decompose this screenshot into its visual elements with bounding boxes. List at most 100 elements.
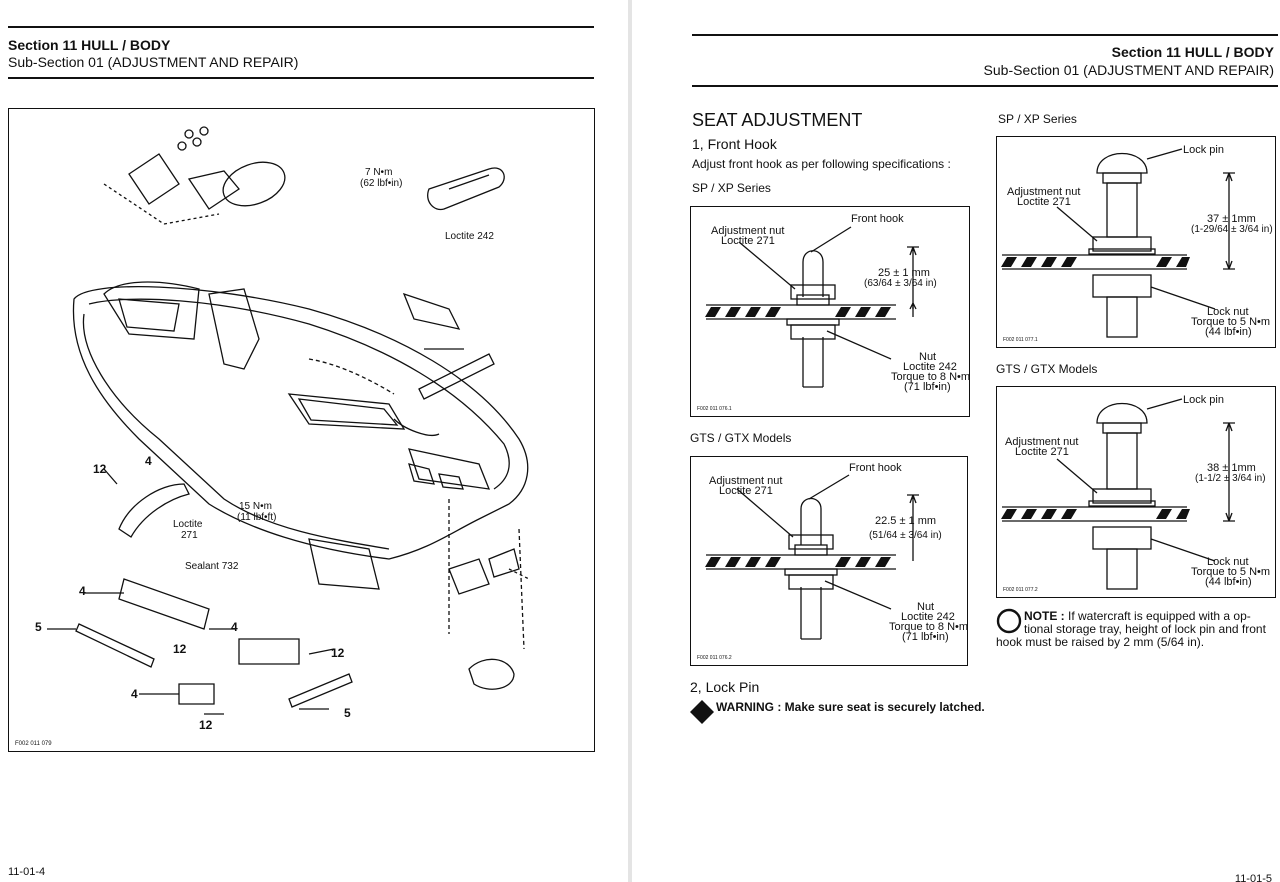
callout-5-a: 5 [35,620,42,634]
header-rule-top-right [692,34,1278,36]
callout-5-b: 5 [344,706,351,720]
gts-gtx-label: GTS / GTX Models [690,431,792,445]
pin-adj-nut-label: Adjustment nut [1007,186,1080,198]
steering-column [208,288,260,370]
pin-adj-nut-label-gts: Adjustment nut [1005,436,1078,448]
lock-pin-label: Lock pin [1183,144,1224,156]
mirror [222,161,286,207]
seat-plate [402,292,461,330]
nut-loctite-label-gts: Loctite 242 [901,611,955,623]
lock-pin-head [1096,153,1148,174]
note-label: NOTE : [1024,609,1065,623]
rub-strip-3 [238,638,300,665]
callout-12-a: 12 [93,462,107,476]
book-spine [628,0,632,882]
fig-id: F002 011 076.1 [697,406,732,412]
dimension-mm: 25 ± 1 mm [878,267,930,279]
nut-label: Nut [919,351,936,363]
subsection-title: Sub-Section 01 (ADJUSTMENT AND REPAIR) [8,54,299,70]
loctite-242-label: Loctite 242 [445,231,494,242]
front-hook-label-gts: Front hook [849,462,902,474]
dimension-mm-gts: 22.5 ± 1 mm [875,515,936,527]
lock-pin-heading: 2, Lock Pin [690,679,760,695]
pin-fig-id: F002 011 077.1 [1003,337,1038,343]
pin-loctite-label-gts: Loctite 271 [1015,446,1069,458]
pin-fig-id-gts: F002 011 077.2 [1003,587,1038,593]
callout-12-c: 12 [331,646,345,660]
header-rule-top [8,26,594,28]
front-hook-heading: 1, Front Hook [692,136,777,152]
callout-4-d: 4 [131,687,138,701]
note-text-1: If watercraft is equipped with a op- [1068,609,1251,623]
note-text-2: tional storage tray, height of lock pin … [1024,622,1266,636]
header-rule-bottom [8,77,594,79]
rear-bracket [308,538,380,590]
pin-torque-label: Torque to 5 N•m [1191,316,1270,328]
torque-in-label-gts: (71 lbf•in) [902,631,949,643]
header-rule-bottom-right [692,85,1278,87]
dimension-in-gts: (51/64 ± 3/64 in) [869,530,942,541]
exploded-view-figure: 7 N•m (62 lbf•in) Loctite 242 15 N•m (11… [8,108,595,752]
sealant-label: Sealant 732 [185,561,239,572]
nut-label-gts: Nut [917,601,934,613]
pin-torque-label-gts: Torque to 5 N•m [1191,566,1270,578]
lock-nut-label-gts: Lock nut [1207,556,1249,568]
bumper-piece [118,483,190,538]
seat-adjustment-title: SEAT ADJUSTMENT [692,110,863,130]
dimension-in: (63/64 ± 3/64 in) [864,278,937,289]
sp-xp-label: SP / XP Series [692,181,771,195]
hook-post [802,250,824,297]
pin-torque-in-label-gts: (44 lbf•in) [1205,576,1252,588]
lock-pin-gts-label: GTS / GTX Models [996,362,1098,376]
loctite-271-label-b: 271 [181,530,198,541]
lock-pin-label-gts: Lock pin [1183,394,1224,406]
right-page: Section 11 HULL / BODY Sub-Section 01 (A… [632,0,1280,882]
adjustment-nut-label: Adjustment nut [711,225,784,237]
torque-label: Torque to 8 N•m [891,371,969,383]
callout-4-c: 4 [231,620,238,634]
exploded-view-drawing: 7 N•m (62 lbf•in) Loctite 242 15 N•m (11… [15,126,530,747]
left-page: Section 11 HULL / BODY Sub-Section 01 (A… [0,0,628,882]
adjustment-nut-label-gts: Adjustment nut [709,475,782,487]
lock-pin-gts-figure: Lock pin Adjustment nut Loctite 271 38 ±… [996,386,1276,598]
callout-4-a: 4 [145,454,152,468]
lock-pin-sp-figure: Lock pin Adjustment nut Loctite 271 37 ±… [996,136,1276,348]
front-hook-sp-figure: Front hook Adjustment nut Loctite 271 25… [690,206,970,417]
fig-id-gts: F002 011 076.2 [697,655,732,661]
callout-4-b: 4 [79,584,86,598]
rub-strip-2 [75,623,155,668]
torque-label-gts: Torque to 8 N•m [889,621,967,633]
front-hook-label: Front hook [851,213,904,225]
callout-12-d: 12 [199,718,213,732]
loctite-271-label: Loctite 271 [721,235,775,247]
pin-torque-in-label: (44 lbf•in) [1205,326,1252,338]
torque-lower-lbf: (11 lbf•ft) [237,512,276,523]
front-hatch [103,281,200,340]
note-line-1: NOTE : If watercraft is equipped with a … [1024,609,1251,623]
pin-dimension-in: (1-29/64 ± 3/64 in) [1191,224,1273,235]
page-number-right: 11-01-5 [1234,873,1272,882]
note-text-3: hook must be raised by 2 mm (5/64 in). [996,635,1205,649]
torque-lower-nm: 15 N•m [239,501,272,512]
warning-text: WARNING : Make sure seat is securely lat… [716,700,985,714]
page-number-left: 11-01-4 [8,866,46,878]
note-circle-icon [996,608,1022,634]
rub-strip-1 [118,578,210,630]
hull-outline [72,286,529,560]
drain-plug [468,658,515,690]
section-title: Section 11 HULL / BODY [8,37,171,53]
seat-opening [287,393,406,430]
bracket [418,353,495,400]
lock-pin-sp-label: SP / XP Series [998,112,1077,126]
subsection-title-right: Sub-Section 01 (ADJUSTMENT AND REPAIR) [983,62,1274,78]
loctite-271-label-a: Loctite [173,519,203,530]
pin-dimension-in-gts: (1-1/2 ± 3/64 in) [1195,473,1266,484]
nut-loctite-label: Loctite 242 [903,361,957,373]
pin-dimension-mm: 37 ± 1mm [1207,213,1256,225]
front-hook-gts-figure: Front hook Adjustment nut Loctite 271 22… [690,456,968,666]
torque-upper-nm: 7 N•m [365,167,392,178]
rub-strip-4 [288,673,353,708]
lock-nut-label: Lock nut [1207,306,1249,318]
pin-dimension-mm-gts: 38 ± 1mm [1207,462,1256,474]
torque-in-label: (71 lbf•in) [904,381,951,393]
